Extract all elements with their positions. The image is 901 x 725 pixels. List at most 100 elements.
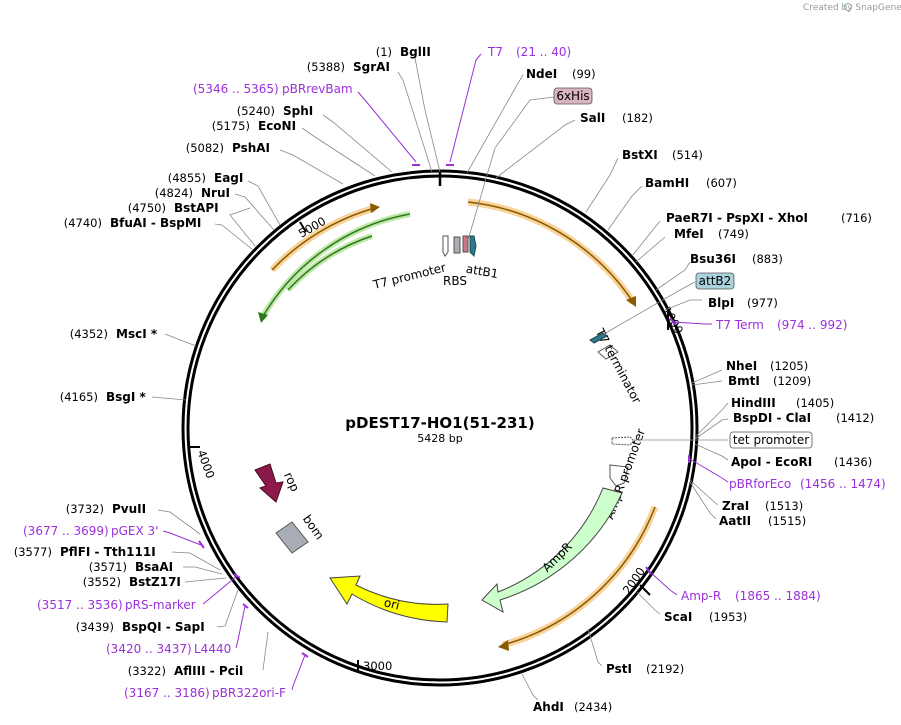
attb2-icon	[589, 332, 608, 344]
primer-marker-pgex3	[198, 540, 205, 549]
site-pos-psti: (2192)	[646, 662, 684, 676]
primer-range-ampr: (1865 .. 1884)	[735, 589, 821, 603]
site-pos-bsgi: (4165)	[60, 390, 98, 404]
site-name-ndei: NdeI	[526, 67, 557, 81]
site-pos-sphi: (5240)	[237, 104, 275, 118]
tick-label-3000: 3000	[363, 659, 392, 673]
site-pos-bmti: (1209)	[773, 374, 811, 388]
tick-mark-2000	[639, 584, 651, 596]
leader-hindiii	[694, 402, 729, 438]
site-pos-msci: (4352)	[70, 327, 108, 341]
boxed-feature-tet-promoter: tet promoter	[729, 431, 813, 449]
primer-name-l4440: L4440	[194, 642, 231, 656]
site-name-xhoi: PaeR7I - PspXI - XhoI	[666, 211, 808, 225]
leader-scai	[636, 591, 661, 615]
site-name-bsaai: BsaAI	[135, 560, 173, 574]
leader-bmti	[691, 380, 723, 386]
primer-marker-t7term	[669, 317, 677, 326]
orf-arc-top-right	[467, 198, 636, 304]
site-name-econi: EcoNI	[258, 119, 296, 133]
credit-text: Created by SnapGene	[803, 3, 901, 13]
site-pos-econi: (5175)	[212, 119, 250, 133]
leader-nhei	[691, 369, 723, 384]
primer-leader-l4440	[235, 605, 246, 649]
rop-arrow-icon	[254, 463, 284, 503]
leader-6xhis	[467, 96, 555, 241]
site-pos-eagi: (4855)	[168, 171, 206, 185]
orf-arc-bottom-right-line	[502, 506, 656, 646]
orf-arc-green-outer-line	[261, 213, 411, 319]
leader-bfuai	[214, 223, 254, 251]
site-pos-ahdi: (2434)	[574, 700, 612, 714]
orf-arc-top-right-line	[467, 201, 634, 303]
enzyme-labels-left: (1) BglII (5388) SgrAI (5240) SphI (5175…	[14, 45, 431, 678]
site-pos-pvuii: (3732)	[66, 502, 104, 516]
ori-arrow	[329, 575, 449, 623]
primer-leader-prs	[202, 575, 238, 605]
site-pos-bsu36i: (883)	[752, 252, 783, 266]
primer-name-ampr: Amp-R	[681, 589, 721, 603]
site-pos-nhei: (1205)	[770, 359, 808, 373]
site-pos-scai: (1953)	[709, 610, 747, 624]
site-name-eagi: EagI	[214, 171, 243, 185]
primer-marker-ampr	[645, 566, 652, 575]
site-name-pshai: PshAI	[232, 141, 270, 155]
site-name-bstz17i: BstZ17I	[129, 575, 181, 589]
orf-arc-top-right-arrow-icon	[626, 296, 636, 307]
leader-mfei	[635, 236, 666, 263]
feature-label-attb1: attB1	[465, 262, 500, 281]
leader-attb2	[603, 281, 696, 335]
leader-ndei	[466, 74, 524, 174]
leader-msci	[164, 333, 197, 347]
orf-arcs-orange	[269, 198, 659, 651]
primer-name-pbrrevbam: pBRrevBam	[282, 82, 353, 96]
site-pos-zrai: (1513)	[765, 499, 803, 513]
orf-arc-green-outer-arrow-icon	[258, 312, 268, 323]
site-pos-aatii: (1515)	[768, 514, 806, 528]
his-label-box	[553, 87, 593, 105]
primer-range-pbrrevbam: (5346 .. 5365)	[193, 82, 279, 96]
tet-label-box	[729, 431, 813, 449]
site-name-bstapi: BstAPI	[174, 201, 219, 215]
leader-bglii	[414, 57, 441, 173]
site-name-sphi: SphI	[283, 104, 313, 118]
primer-name-pbr322ori: pBR322ori-F	[212, 686, 286, 700]
primer-range-pgex3: (3677 .. 3699)	[23, 524, 109, 538]
primer-leader-ampr	[648, 570, 678, 596]
leader-econi	[301, 127, 376, 177]
t7-terminator-icon	[597, 344, 619, 360]
attb2-label-box	[695, 272, 735, 290]
site-pos-clai: (1412)	[836, 411, 874, 425]
site-name-clai: BspDI - ClaI	[733, 411, 811, 425]
site-name-nrui: NruI	[201, 186, 230, 200]
primer-leader-pbrforeco	[689, 458, 729, 483]
site-name-ahdi: AhdI	[533, 700, 564, 714]
leader-pvuii	[157, 509, 201, 535]
leader-bspqi	[216, 589, 239, 628]
leader-psti	[587, 628, 603, 667]
leader-eagi	[247, 180, 281, 226]
primer-leader-pgex3	[162, 530, 202, 546]
leader-bsgi	[151, 396, 187, 401]
site-name-aatii: AatII	[719, 514, 751, 528]
t7-promoter-icon	[442, 235, 449, 257]
his-tag-icon	[462, 235, 469, 253]
leader-nrui	[234, 193, 275, 231]
leader-ahdi	[521, 673, 539, 701]
site-name-nhei: NheI	[726, 359, 757, 373]
site-name-bsu36i: Bsu36I	[690, 252, 736, 266]
orf-arc-bottom-right-arrow-icon	[498, 640, 509, 651]
rbs-icon	[453, 236, 461, 254]
site-name-hindiii: HindIII	[731, 396, 776, 410]
site-pos-mfei: (749)	[718, 227, 749, 241]
site-pos-hindiii: (1405)	[796, 396, 834, 410]
site-pos-sali: (182)	[622, 111, 653, 125]
leader-ecori	[694, 443, 729, 461]
orf-arc-green-inner-line	[287, 235, 373, 291]
site-name-ecori: ApoI - EcoRI	[731, 455, 812, 469]
his-label: 6xHis	[556, 89, 589, 103]
leader-aatii	[689, 481, 717, 520]
site-name-bamhi: BamHI	[645, 176, 689, 190]
feature-label-rop: rop	[281, 470, 302, 494]
